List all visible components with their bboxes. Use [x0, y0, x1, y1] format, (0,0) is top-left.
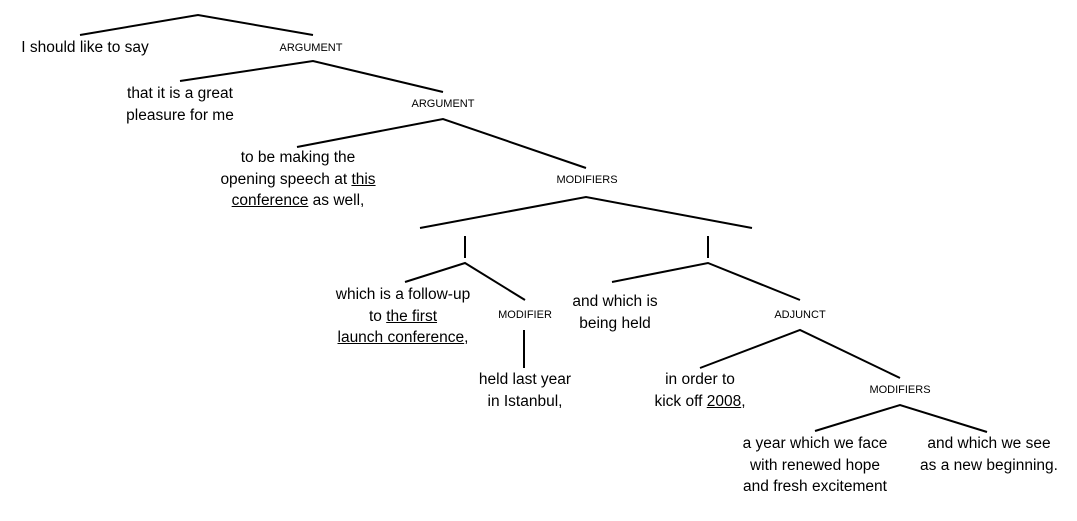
underlined-text: launch conference [337, 329, 465, 346]
line: with renewed hope [749, 456, 881, 474]
edge-modifiers2 [814, 403, 988, 433]
text: opening speech at [220, 170, 352, 188]
line: to be making the [240, 149, 356, 166]
underlined-text: the first [386, 307, 438, 325]
node-follow-up: which is a follow-up to the first launch… [336, 284, 470, 349]
line: conference as well, [220, 190, 375, 212]
line: kick off 2008, [654, 391, 745, 413]
edge-modifiers1 [419, 195, 753, 229]
node-root-text: I should like to say [21, 39, 149, 56]
text: kick off [654, 392, 707, 410]
label-modifier: MODIFIER [498, 309, 552, 321]
line: and which is [572, 293, 658, 310]
edge-root [79, 13, 314, 36]
edge-being-held [611, 261, 801, 301]
line: a year which we face [742, 435, 888, 452]
edge-argument1 [179, 59, 444, 93]
node-opening-speech: to be making the opening speech at this … [220, 147, 375, 212]
text: , [464, 329, 469, 346]
line: and which we see [927, 435, 1051, 452]
line: as a new beginning. [920, 456, 1058, 474]
label-argument-2: ARGUMENT [411, 98, 475, 110]
line: which is a follow-up [335, 286, 471, 303]
line: being held [579, 314, 651, 332]
label-modifiers-1: MODIFIERS [556, 174, 618, 186]
node-new-beginning: and which we see as a new beginning. [920, 433, 1058, 476]
underlined-text: conference [231, 192, 309, 209]
line: and fresh excitement [743, 478, 887, 495]
node-great-pleasure: that it is a great pleasure for me [126, 83, 234, 126]
underlined-text: this [351, 170, 376, 188]
edge-adjunct [699, 328, 901, 379]
text: to [368, 307, 387, 325]
label-argument-1: ARGUMENT [279, 42, 343, 54]
line: to the first [336, 306, 470, 328]
line: in order to [665, 371, 735, 388]
node-kick-off: in order to kick off 2008, [654, 369, 745, 412]
line: in Istanbul, [487, 392, 563, 410]
line: pleasure for me [126, 106, 234, 124]
text: as well, [308, 192, 365, 209]
label-modifiers-2: MODIFIERS [869, 384, 931, 396]
edge-followup [404, 261, 526, 301]
line: launch conference, [336, 327, 470, 349]
node-a-year: a year which we face with renewed hope a… [743, 433, 888, 498]
text: , [741, 392, 746, 410]
underlined-text: 2008 [706, 392, 742, 410]
line: held last year [478, 371, 572, 388]
label-adjunct: ADJUNCT [774, 309, 826, 321]
node-held-last-year: held last year in Istanbul, [479, 369, 571, 412]
edge-argument2 [296, 117, 587, 169]
line: opening speech at this [220, 169, 375, 191]
line: that it is a great [127, 85, 233, 102]
node-being-held: and which is being held [572, 291, 657, 334]
